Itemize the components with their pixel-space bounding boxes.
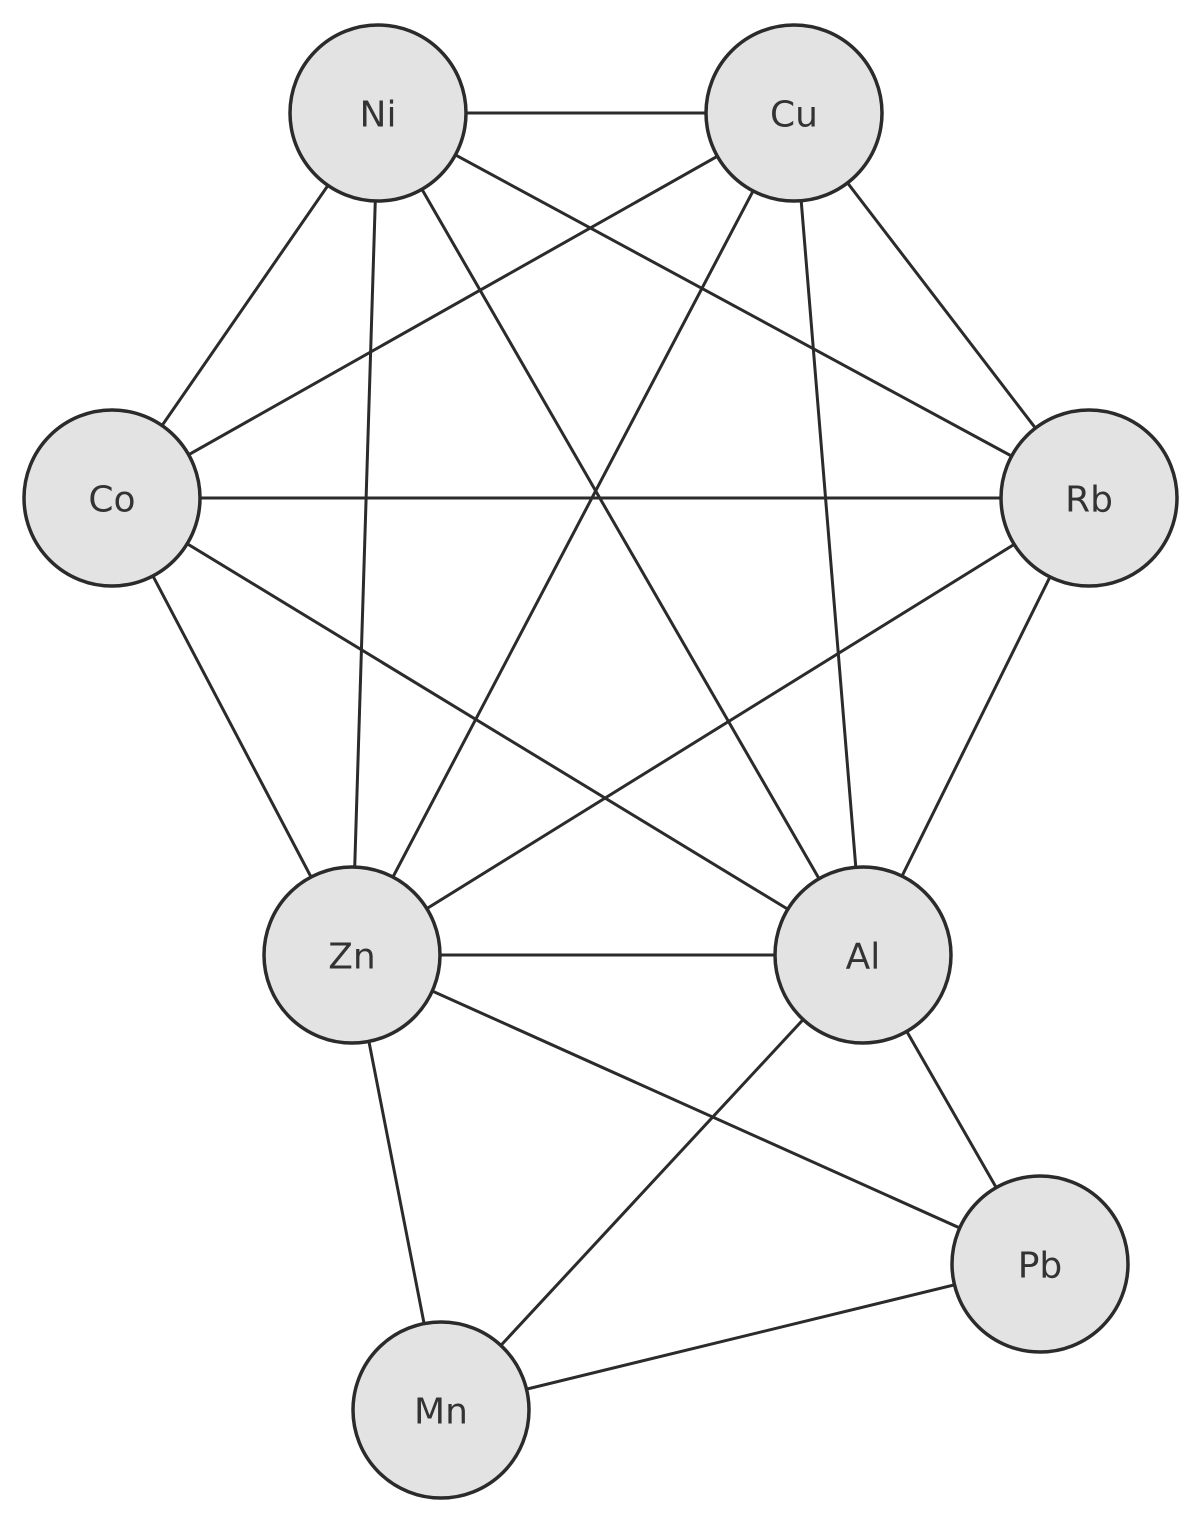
edge-pb-mn xyxy=(439,1262,1042,1412)
node-co: Co xyxy=(22,408,202,588)
node-co-circle xyxy=(22,408,202,588)
node-mn-label: Mn xyxy=(414,1392,468,1433)
edge-co-al xyxy=(110,496,865,957)
node-zn-circle xyxy=(262,865,442,1045)
node-zn-label: Zn xyxy=(328,937,375,978)
node-rb: Rb xyxy=(999,408,1179,588)
node-al: Al xyxy=(773,865,953,1045)
edge-ni-al xyxy=(376,111,865,957)
node-al-circle xyxy=(773,865,953,1045)
node-al-label: Al xyxy=(846,937,881,978)
node-ni-circle xyxy=(288,23,468,203)
edge-al-mn xyxy=(439,953,865,1412)
node-mn: Mn xyxy=(351,1320,531,1500)
edge-ni-zn xyxy=(350,111,380,957)
node-ni: Ni xyxy=(288,23,468,203)
edge-cu-zn xyxy=(350,111,796,957)
node-pb-label: Pb xyxy=(1018,1246,1063,1287)
node-ni-label: Ni xyxy=(360,95,397,136)
node-rb-label: Rb xyxy=(1065,480,1113,521)
edge-rb-zn xyxy=(350,496,1091,957)
node-cu-label: Cu xyxy=(770,95,818,136)
edge-ni-rb xyxy=(376,111,1091,500)
node-zn: Zn xyxy=(262,865,442,1045)
node-rb-circle xyxy=(999,408,1179,588)
node-cu: Cu xyxy=(704,23,884,203)
node-mn-circle xyxy=(351,1320,531,1500)
edge-cu-al xyxy=(792,111,865,957)
edges-layer xyxy=(110,111,1091,1412)
node-pb: Pb xyxy=(950,1174,1130,1354)
node-pb-circle xyxy=(950,1174,1130,1354)
edge-cu-co xyxy=(110,111,796,500)
node-co-label: Co xyxy=(88,480,135,521)
edge-zn-pb xyxy=(350,953,1042,1266)
node-cu-circle xyxy=(704,23,884,203)
